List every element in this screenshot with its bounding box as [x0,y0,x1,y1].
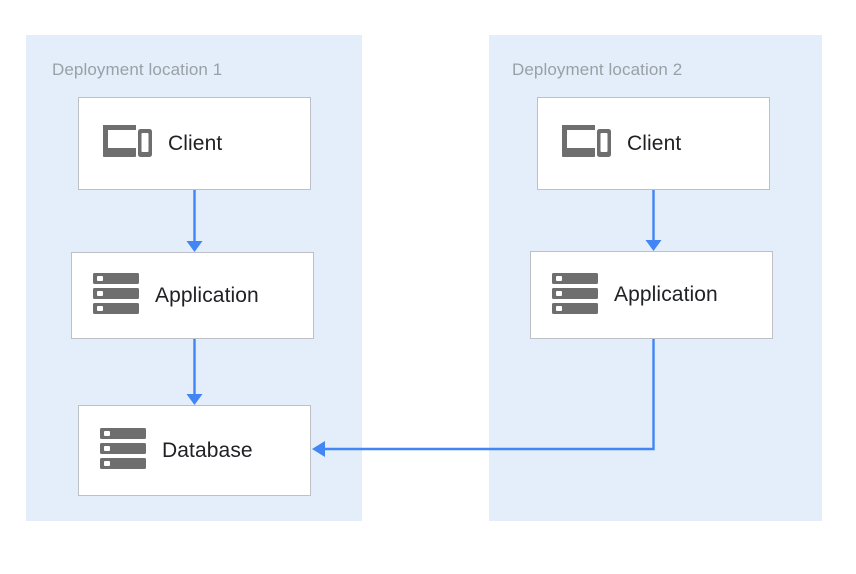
node-database-1[interactable]: Database [78,405,311,496]
node-label: Database [162,438,253,462]
server-icon [100,427,146,474]
server-icon [552,272,598,319]
node-client-1[interactable]: Client [78,97,311,190]
node-label: Client [627,131,682,155]
node-client-2[interactable]: Client [537,97,770,190]
server-icon [93,272,139,319]
node-label: Application [155,283,259,307]
node-application-2[interactable]: Application [530,251,773,339]
deployment-zone-2-label: Deployment location 2 [512,60,683,79]
devices-icon [559,121,611,166]
node-application-1[interactable]: Application [71,252,314,339]
node-label: Client [168,131,223,155]
devices-icon [100,121,152,166]
deployment-zone-1-label: Deployment location 1 [52,60,223,79]
node-label: Application [614,283,718,306]
